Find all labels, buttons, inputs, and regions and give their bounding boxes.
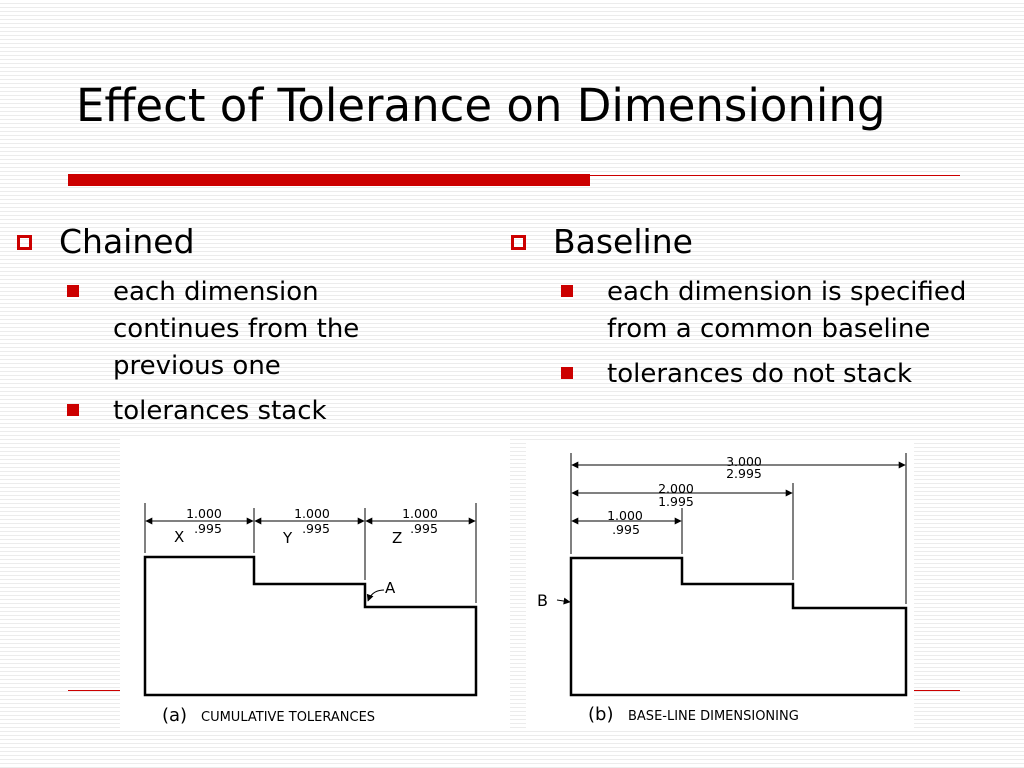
hollow-square-bullet-icon	[17, 234, 32, 250]
dim-z-label: Z	[392, 529, 402, 547]
heading-chained: Chained	[59, 222, 195, 261]
figure-b-labels: 3.000 2.995 2.000 1.995 1.000 .995 B (b)…	[537, 454, 799, 725]
slide-title: Effect of Tolerance on Dimensioning	[76, 79, 886, 132]
bullet-level2: tolerances do not stack	[508, 356, 1008, 393]
dim-x-label: X	[174, 528, 184, 546]
hollow-square-bullet-icon	[511, 234, 526, 250]
heading-baseline: Baseline	[553, 222, 693, 261]
dim-z-upper: 1.000	[402, 506, 438, 521]
footer-rule-left	[68, 690, 120, 691]
solid-square-bullet-icon	[67, 404, 79, 416]
figure-a	[143, 503, 478, 697]
bullet-level2: each dimension is specified from a commo…	[508, 274, 1008, 348]
solid-square-bullet-icon	[561, 367, 573, 379]
figure-a-labels: 1.000 .995 X 1.000 .995 Y 1.000 .995 Z A…	[162, 506, 438, 726]
bullet-text: tolerances do not stack	[607, 359, 913, 389]
title-rule-thin	[590, 175, 960, 176]
baseline-label: B	[537, 591, 548, 610]
dim-x-upper: 1.000	[186, 506, 222, 521]
bullet-text: tolerances stack	[113, 396, 327, 426]
bullet-level1: Baseline	[508, 222, 1008, 262]
baseline-leader	[556, 597, 571, 605]
caption-a-letter: (a)	[162, 705, 187, 726]
dim-3-lower: 2.995	[726, 466, 762, 481]
callout-leader-a	[366, 589, 385, 602]
caption-b: BASE-LINE DIMENSIONING	[628, 709, 799, 724]
solid-square-bullet-icon	[67, 285, 79, 297]
dim-3-upper: 3.000	[726, 454, 762, 469]
dim-z-lower: .995	[410, 521, 438, 536]
dim-2-upper: 2.000	[658, 481, 694, 496]
dim-1-lower: .995	[612, 522, 640, 537]
dim-y-upper: 1.000	[294, 506, 330, 521]
dim-y-lower: .995	[302, 521, 330, 536]
title-rule-thick	[68, 174, 590, 186]
bullet-text: each dimension is specified from a commo…	[607, 277, 967, 344]
column-chained: Chained each dimension continues from th…	[14, 222, 484, 430]
callout-a: A	[385, 579, 396, 597]
dim-x-lower: .995	[194, 521, 222, 536]
dim-1-upper: 1.000	[607, 508, 643, 523]
footer-rule-right	[914, 690, 960, 691]
caption-b-letter: (b)	[588, 704, 613, 725]
caption-a: CUMULATIVE TOLERANCES	[201, 710, 375, 725]
bullet-level1: Chained	[14, 222, 484, 262]
solid-square-bullet-icon	[561, 285, 573, 297]
bullet-text: each dimension continues from the previo…	[113, 277, 360, 381]
dim-y-label: Y	[282, 529, 293, 547]
dim-2-lower: 1.995	[658, 494, 694, 509]
part-outline-a	[143, 555, 478, 697]
figure-b	[556, 453, 908, 697]
column-baseline: Baseline each dimension is specified fro…	[508, 222, 1008, 393]
bullet-level2: each dimension continues from the previo…	[14, 274, 484, 385]
bullet-level2: tolerances stack	[14, 393, 484, 430]
part-outline-b	[569, 556, 908, 697]
